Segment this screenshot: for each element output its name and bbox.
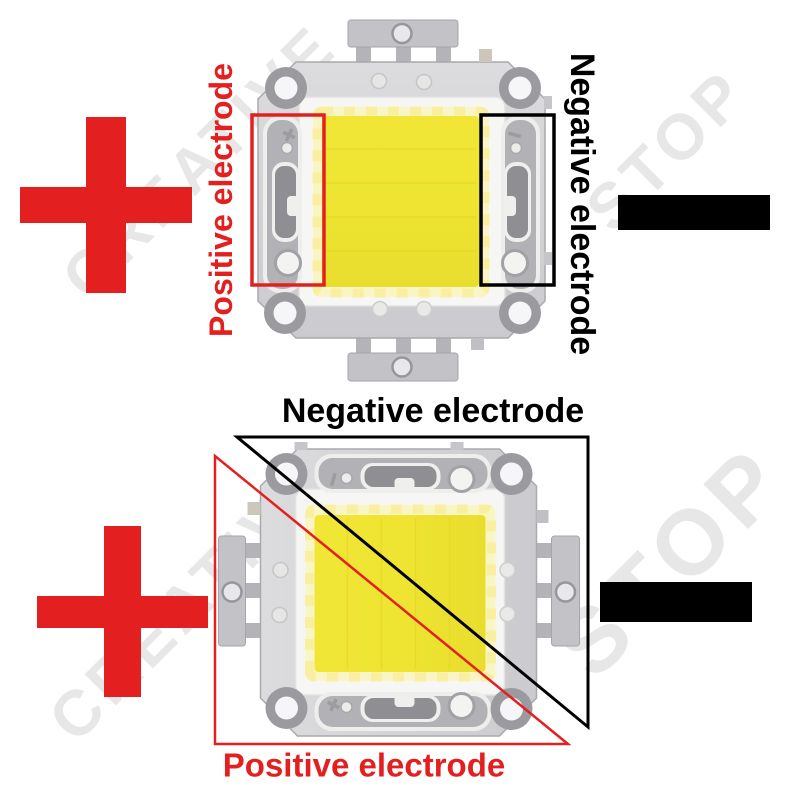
negative-electrode-triangle <box>232 435 590 731</box>
led-chip-top <box>258 20 552 381</box>
plus-icon <box>37 526 208 697</box>
top-negative-electrode-label: Negative electrode <box>563 52 601 356</box>
positive-electrode-highlight-box <box>250 113 326 287</box>
top-positive-electrode-label: Positive electrode <box>203 63 239 337</box>
negative-electrode-highlight-box <box>479 113 556 287</box>
minus-icon <box>618 195 770 230</box>
bottom-positive-electrode-label: Positive electrode <box>222 746 506 784</box>
positive-electrode-triangle <box>213 453 572 746</box>
bottom-negative-electrode-label: Negative electrode <box>281 392 585 430</box>
led-chip-bottom <box>219 442 580 736</box>
plus-icon <box>20 117 192 293</box>
minus-icon <box>600 582 752 622</box>
plus-icon-bar <box>104 526 141 697</box>
plus-icon-bar <box>86 117 126 293</box>
